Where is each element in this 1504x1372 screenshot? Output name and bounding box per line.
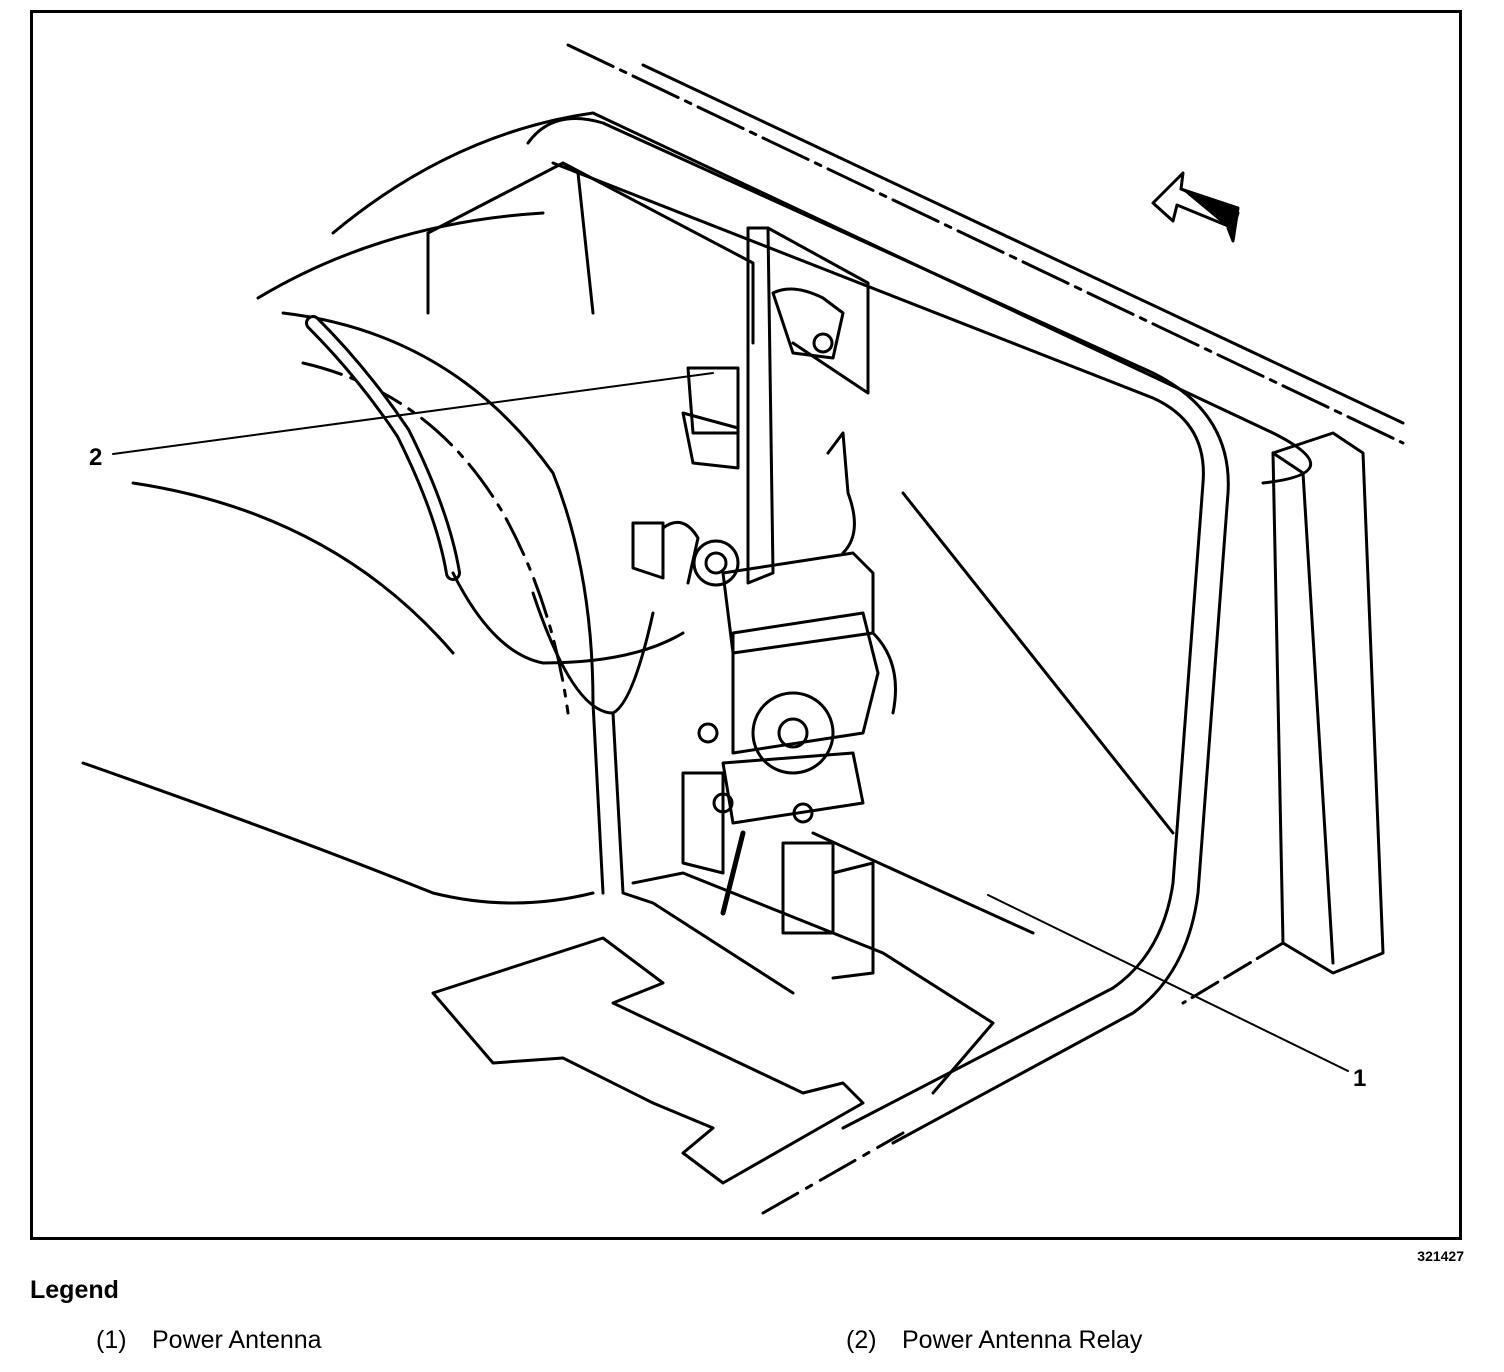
legend-item-power-antenna-relay: (2) Power Antenna Relay	[846, 1326, 1142, 1355]
callout-1: 1	[1353, 1065, 1366, 1092]
callout-leader-1	[987, 894, 1349, 1072]
callout-leader-2	[112, 372, 714, 455]
callout-lines	[112, 372, 1349, 1072]
callout-2: 2	[89, 444, 102, 471]
power-antenna-illustration: 1 2	[81, 43, 1405, 1215]
legend-title: Legend	[30, 1276, 119, 1304]
power-antenna-assembly	[305, 226, 897, 980]
body-outline	[81, 43, 1405, 1215]
figure-id: 321427	[1417, 1248, 1464, 1264]
legend-item-label: Power Antenna Relay	[902, 1326, 1143, 1354]
legend-item-number: (1)	[96, 1326, 127, 1354]
legend-item-label: Power Antenna	[152, 1326, 322, 1354]
legend-item-number: (2)	[846, 1326, 877, 1354]
forward-arrow-icon	[1151, 171, 1240, 243]
legend-item-power-antenna: (1) Power Antenna	[96, 1326, 322, 1355]
diagram-frame: 1 2	[30, 10, 1462, 1240]
